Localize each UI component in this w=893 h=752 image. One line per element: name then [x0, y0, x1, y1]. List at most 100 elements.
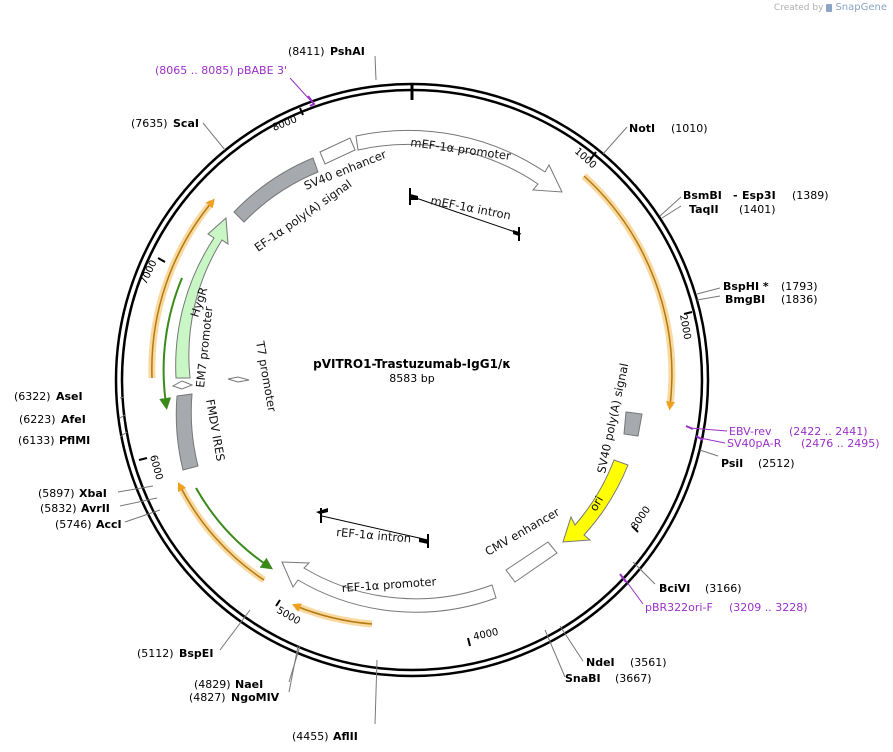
site-psii[interactable]: PsiI (2512): [721, 457, 795, 470]
site-pos: (8411): [288, 45, 325, 58]
feature-label: rEF-1α intron: [336, 525, 412, 545]
site-bsmbi-esp3i[interactable]: BsmBI - Esp3I (1389): [683, 189, 829, 202]
feature-label: mEF-1α intron: [429, 193, 512, 222]
site-name: BspEI: [179, 647, 213, 660]
site-name-2: Esp3I: [742, 189, 776, 202]
feature-t7-promoter[interactable]: T7 promoter: [227, 339, 279, 413]
tick-label-2000: 2000: [677, 314, 692, 341]
orf-arcs: [148, 173, 676, 628]
site-name: BciVI: [659, 582, 690, 595]
site-pos: (3561): [630, 656, 667, 669]
site-pflmi[interactable]: (6133) PflMI: [18, 434, 90, 447]
site-name: AseI: [56, 390, 83, 403]
plasmid-name: pVITRO1-Trastuzumab-IgG1/κ: [313, 357, 511, 371]
site-ndei[interactable]: NdeI (3561): [586, 656, 667, 669]
site-name: NotI: [629, 122, 655, 135]
feature-label: FMDV IRES: [203, 398, 228, 462]
site-name: AvrII: [81, 502, 110, 515]
primers: (8065 .. 8085) pBABE 3' EBV-rev (2422 ..…: [155, 64, 880, 614]
feature-label: T7 promoter: [253, 339, 279, 413]
orf-arc-green-lower: [195, 487, 273, 570]
site-pos: (4827): [189, 691, 226, 704]
feature-cmv-enhancer[interactable]: CMV enhancer: [483, 505, 563, 583]
site-sep: -: [733, 189, 738, 202]
credit-brand: SnapGene: [835, 2, 887, 13]
site-scai[interactable]: (7635) ScaI: [131, 117, 199, 130]
site-name: ScaI: [173, 117, 199, 130]
feature-label: rEF-1α promoter: [341, 574, 437, 595]
site-name: PflMI: [59, 434, 90, 447]
site-name: AflII: [333, 730, 358, 743]
site-name: SnaBI: [565, 672, 601, 685]
restriction-sites: (8411) PshAI NotI (1010) BsmBI - Esp3I (…: [14, 45, 829, 743]
site-avrii[interactable]: (5832) AvrII: [40, 502, 110, 515]
feature-fmdv-ires[interactable]: FMDV IRES: [175, 393, 228, 471]
snapgene-logo-icon: [826, 3, 833, 12]
site-noti[interactable]: NotI (1010): [629, 122, 708, 135]
feature-mef1a-promoter[interactable]: mEF-1α promoter: [355, 129, 563, 193]
site-afei[interactable]: (6223) AfeI: [19, 413, 86, 426]
snapgene-credit: Created by SnapGene: [774, 2, 887, 13]
primer-sv40pa-r[interactable]: SV40pA-R (2476 .. 2495): [695, 435, 880, 450]
site-taqii[interactable]: TaqII (1401): [689, 203, 776, 216]
site-name: TaqII: [689, 203, 719, 216]
orf-arc-green-left: [159, 277, 183, 410]
site-name: NgoMIV: [231, 691, 280, 704]
primer-ebv-rev[interactable]: EBV-rev (2422 .. 2441): [685, 425, 868, 438]
site-bspei[interactable]: (5112) BspEI: [137, 647, 213, 660]
feature-label: ori: [586, 494, 606, 514]
primer-pbabe-3[interactable]: (8065 .. 8085) pBABE 3': [155, 64, 316, 107]
site-aflii[interactable]: (4455) AflII: [292, 730, 358, 743]
tick-label-4000: 4000: [472, 627, 499, 643]
site-name: PshAI: [330, 45, 365, 58]
site-pos: (6322): [14, 390, 51, 403]
primer-pos: (8065 .. 8085): [155, 64, 234, 77]
feature-ori[interactable]: ori: [562, 459, 629, 543]
site-pos: (5112): [137, 647, 174, 660]
primer-name: pBABE 3': [237, 64, 287, 77]
site-name: PsiI: [721, 457, 743, 470]
orf-arc-lower-left: [176, 484, 266, 583]
primer-name: EBV-rev: [729, 425, 772, 438]
site-name: AfeI: [61, 413, 86, 426]
orf-arc-bottom: [294, 602, 373, 628]
site-name: BmgBI: [725, 293, 765, 306]
site-asei[interactable]: (6322) AseI: [14, 390, 83, 403]
site-bmgbi[interactable]: BmgBI (1836): [725, 293, 818, 306]
tick-label-3000: 3000: [629, 505, 653, 532]
primer-name: pBR322ori-F: [645, 601, 713, 614]
site-name: NaeI: [235, 678, 263, 691]
site-name: BspHI *: [723, 280, 769, 293]
backbone-outer: [114, 82, 710, 678]
site-pos: (3667): [615, 672, 652, 685]
site-pos: (6223): [19, 413, 56, 426]
primer-pbr322ori-f[interactable]: pBR322ori-F (3209 .. 3228): [619, 573, 808, 614]
site-ngomiv[interactable]: (4827) NgoMIV: [189, 691, 280, 704]
site-connectors: [117, 55, 721, 725]
site-pos: (5897): [38, 487, 75, 500]
site-name: XbaI: [79, 487, 107, 500]
site-snabi[interactable]: SnaBI (3667): [565, 672, 652, 685]
site-xbai[interactable]: (5897) XbaI: [38, 487, 107, 500]
site-bcivi[interactable]: BciVI (3166): [659, 582, 742, 595]
site-pos: (2512): [758, 457, 795, 470]
tick-label-6000: 6000: [147, 454, 164, 481]
site-bsphi[interactable]: BspHI * (1793): [723, 280, 818, 293]
feature-ref1a-intron[interactable]: rEF-1α intron: [316, 508, 429, 548]
site-naei[interactable]: (4829) NaeI: [194, 678, 263, 691]
site-pos: (1836): [781, 293, 818, 306]
feature-mef1a-intron[interactable]: mEF-1α intron: [409, 188, 522, 241]
site-pos: (1793): [781, 280, 818, 293]
site-pos: (1401): [739, 203, 776, 216]
site-pos: (5832): [40, 502, 77, 515]
site-name: AccI: [96, 518, 122, 531]
site-pos: (5746): [55, 518, 92, 531]
site-acci[interactable]: (5746) AccI: [55, 518, 122, 531]
site-pos: (1010): [671, 122, 708, 135]
site-pos: (1389): [792, 189, 829, 202]
site-name: BsmBI: [683, 189, 722, 202]
feature-sv40-polya[interactable]: SV40 poly(A) signal: [594, 362, 643, 475]
site-pshai[interactable]: (8411) PshAI: [288, 45, 365, 58]
feature-ref1a-promoter[interactable]: rEF-1α promoter: [281, 561, 497, 613]
